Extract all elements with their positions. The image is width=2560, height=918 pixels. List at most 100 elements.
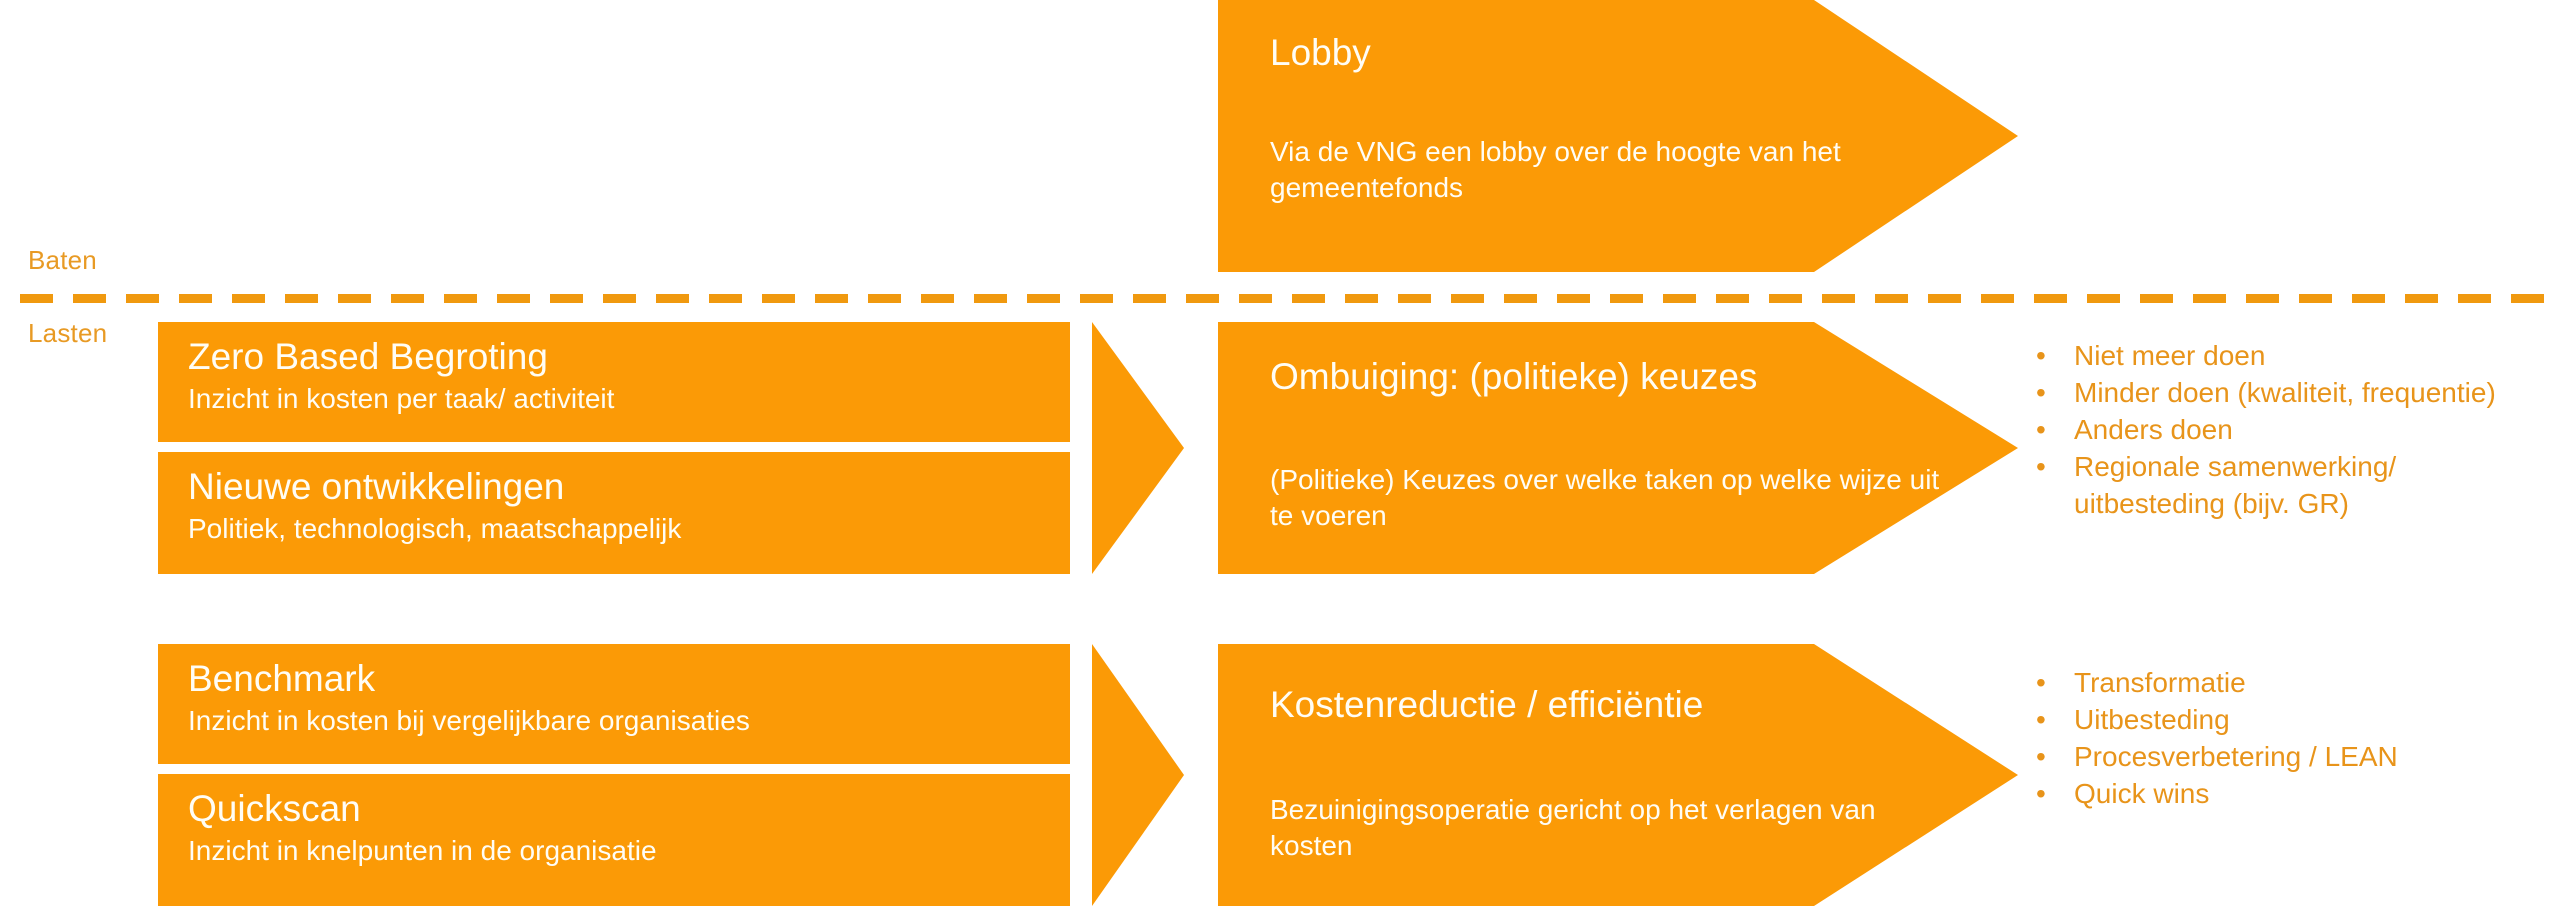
chevron-ombuiging[interactable]: Ombuiging: (politieke) keuzes (Politieke… — [1218, 322, 2018, 574]
divider-dash — [73, 294, 106, 303]
list-item-label: Transformatie — [2074, 667, 2246, 698]
bullet-dot-icon: • — [2036, 667, 2046, 698]
divider-dash — [2405, 294, 2438, 303]
input-box-benchmark[interactable]: Benchmark Inzicht in kosten bij vergelij… — [158, 644, 1070, 764]
list-item-label: Regionale samenwerking/ uitbesteding (bi… — [2074, 450, 2397, 519]
arrow-right-icon — [1092, 322, 1184, 574]
divider-dash — [1292, 294, 1325, 303]
bullet-dot-icon: • — [2036, 740, 2046, 772]
divider-dash — [1557, 294, 1590, 303]
divider-dash — [285, 294, 318, 303]
list-item-label: Procesverbetering / LEAN — [2074, 740, 2398, 772]
input-box-subtitle: Inzicht in kosten per taak/ activiteit — [188, 382, 615, 414]
list-item: • Minder doen (kwaliteit, frequentie) — [2036, 375, 2536, 412]
input-box-zero-based-begroting[interactable]: Zero Based Begroting Inzicht in kosten p… — [158, 322, 1070, 442]
input-box-subtitle: Politiek, technologisch, maatschappelijk — [188, 512, 682, 544]
chevron-kostenreductie-title: Kostenreductie / efficiëntie — [1270, 684, 1704, 725]
divider-dash — [2193, 294, 2226, 303]
arrow-right-icon — [1092, 644, 1184, 906]
bullet-list-kostenreductie: • Transformatie • Uitbesteding • Procesverbet… — [2036, 665, 2536, 813]
divider-dash — [1610, 294, 1643, 303]
divider-dash — [391, 294, 424, 303]
bullet-dot-icon: • — [2036, 703, 2046, 735]
dashed-divider-line — [20, 294, 2560, 303]
divider-dash — [2511, 294, 2544, 303]
divider-dash — [1398, 294, 1431, 303]
bullet-list-ombuiging: • Niet meer doen • Minder doen (kwaliteit, … — [2036, 338, 2536, 523]
divider-dash — [444, 294, 477, 303]
divider-dash — [603, 294, 636, 303]
input-box-title: Zero Based Begroting — [188, 336, 548, 377]
divider-dash — [1716, 294, 1749, 303]
divider-dash — [2299, 294, 2332, 303]
chevron-lobby-content: Lobby Via de VNG een lobby over de hoogt… — [1270, 0, 2018, 272]
list-item-label: Anders doen — [2074, 413, 2233, 445]
input-box-nieuwe-ontwikkelingen[interactable]: Nieuwe ontwikkelingen Politiek, technolo… — [158, 452, 1070, 574]
divider-dash — [1663, 294, 1696, 303]
chevron-lobby[interactable]: Lobby Via de VNG een lobby over de hoogt… — [1218, 0, 2018, 272]
divider-dash — [762, 294, 795, 303]
list-item-label: Quick wins — [2074, 777, 2210, 809]
divider-dash — [1080, 294, 1113, 303]
divider-dash — [1133, 294, 1166, 303]
input-box-subtitle: Inzicht in knelpunten in de organisatie — [188, 834, 657, 866]
list-item: • Transformatie — [2036, 665, 2536, 702]
divider-dash — [1822, 294, 1855, 303]
divider-dash — [550, 294, 583, 303]
divider-dash — [1451, 294, 1484, 303]
divider-dash — [2246, 294, 2279, 303]
divider-dash — [2352, 294, 2385, 303]
chevron-ombuiging-subtitle: (Politieke) Keuzes over welke taken op w… — [1270, 464, 1940, 532]
divider-dash — [179, 294, 212, 303]
axis-label-baten: Baten — [28, 245, 97, 275]
bullet-dot-icon: • — [2036, 376, 2046, 408]
divider-dash — [2034, 294, 2067, 303]
divider-dash — [1239, 294, 1272, 303]
input-box-title: Nieuwe ontwikkelingen — [188, 466, 565, 507]
divider-dash — [974, 294, 1007, 303]
chevron-kostenreductie[interactable]: Kostenreductie / efficiëntie Bezuiniging… — [1218, 644, 2018, 906]
bullet-dot-icon: • — [2036, 413, 2046, 445]
list-item: • Uitbesteding — [2036, 702, 2536, 739]
divider-dash — [1027, 294, 1060, 303]
divider-dash — [338, 294, 371, 303]
divider-dash — [2458, 294, 2491, 303]
input-box-subtitle: Inzicht in kosten bij vergelijkbare orga… — [188, 704, 750, 736]
chevron-kostenreductie-subtitle: Bezuinigingsoperatie gericht op het verl… — [1270, 794, 1876, 862]
divider-dash — [20, 294, 53, 303]
list-item: • Procesverbetering / LEAN — [2036, 739, 2536, 776]
divider-dash — [1186, 294, 1219, 303]
list-item: • Niet meer doen — [2036, 338, 2536, 375]
list-item: • Quick wins — [2036, 776, 2536, 813]
divider-dash — [1504, 294, 1537, 303]
divider-dash — [868, 294, 901, 303]
list-item-label: Minder doen (kwaliteit, frequentie) — [2074, 376, 2496, 408]
list-item-label: Uitbesteding — [2074, 703, 2230, 735]
input-box-title: Quickscan — [188, 788, 361, 829]
chevron-lobby-title: Lobby — [1270, 32, 1371, 73]
chevron-kostenreductie-content: Kostenreductie / efficiëntie Bezuiniging… — [1270, 644, 2018, 906]
list-item: • Anders doen — [2036, 412, 2536, 449]
divider-dash — [1345, 294, 1378, 303]
bullet-dot-icon: • — [2036, 777, 2046, 809]
list-item: • Regionale samenwerking/ uitbesteding (b… — [2036, 449, 2536, 523]
list-item-label: Niet meer doen — [2074, 340, 2266, 371]
divider-dash — [126, 294, 159, 303]
chevron-ombuiging-title: Ombuiging: (politieke) keuzes — [1270, 356, 1758, 397]
chevron-ombuiging-content: Ombuiging: (politieke) keuzes (Politieke… — [1270, 322, 2018, 574]
axis-label-lasten: Lasten — [28, 318, 108, 348]
divider-dash — [1875, 294, 1908, 303]
divider-dash — [815, 294, 848, 303]
divider-dash — [1769, 294, 1802, 303]
divider-dash — [1928, 294, 1961, 303]
divider-dash — [656, 294, 689, 303]
divider-dash — [232, 294, 265, 303]
divider-dash — [921, 294, 954, 303]
input-box-quickscan[interactable]: Quickscan Inzicht in knelpunten in de or… — [158, 774, 1070, 906]
divider-dash — [1981, 294, 2014, 303]
bullet-dot-icon: • — [2036, 450, 2046, 482]
input-box-title: Benchmark — [188, 658, 376, 699]
bullet-dot-icon: • — [2036, 340, 2046, 371]
divider-dash — [497, 294, 530, 303]
